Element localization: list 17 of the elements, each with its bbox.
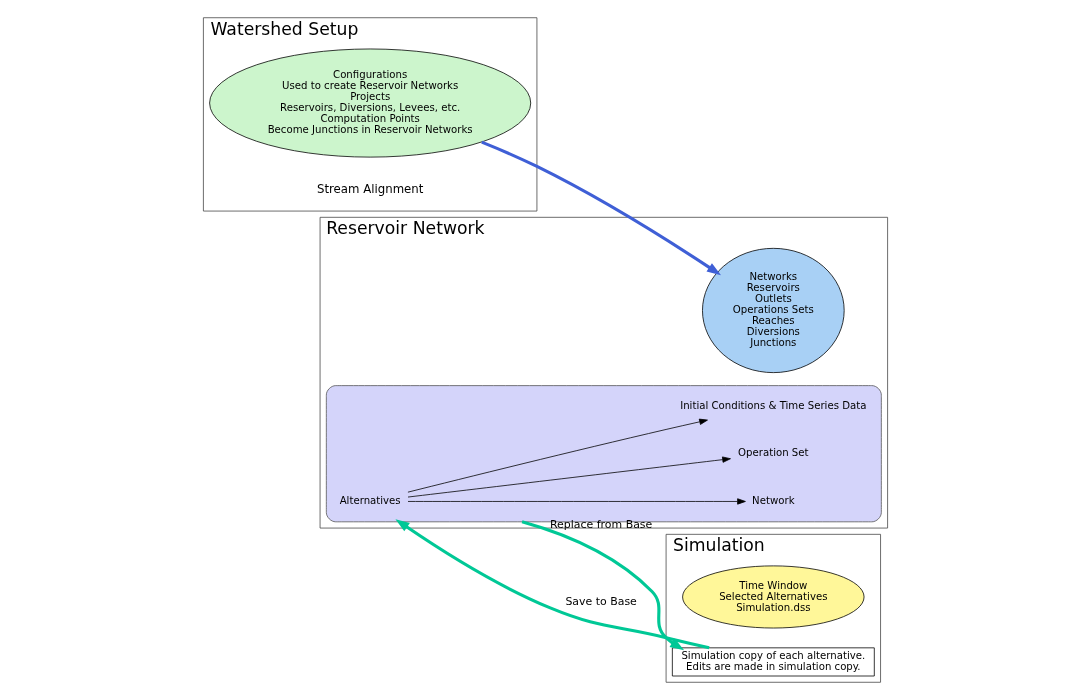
arrow [481, 140, 722, 276]
node-ellipse: Time Window Selected Alternatives Simulation.dss [682, 565, 865, 629]
node-text: Alternatives [339, 495, 401, 507]
node-text: Operation Set [738, 447, 809, 459]
arrow [407, 498, 746, 505]
arrow [521, 520, 685, 651]
edge-label: Save to Base [565, 594, 637, 608]
node-ellipse: Networks Reservoirs Outlets Operations Sets Reaches Diversions Junctions [702, 247, 845, 373]
arrow [395, 519, 710, 650]
arrow [407, 456, 731, 498]
label: Stream Alignment [317, 182, 424, 197]
node-text: Initial Conditions & Time Series Data [680, 399, 867, 411]
node-box: Simulation copy of each alternative. Edits are made in simulation copy. [671, 647, 875, 677]
node-ellipse: Configurations Used to create Reservoir Networks Projects Reservoirs, Diversions, Levees, etc. Computation Points Become Junctions in Reservoir Networks [209, 48, 532, 158]
edge-label: Replace from Base [549, 518, 653, 532]
node-text: Network [752, 495, 795, 507]
arrow [407, 418, 708, 493]
